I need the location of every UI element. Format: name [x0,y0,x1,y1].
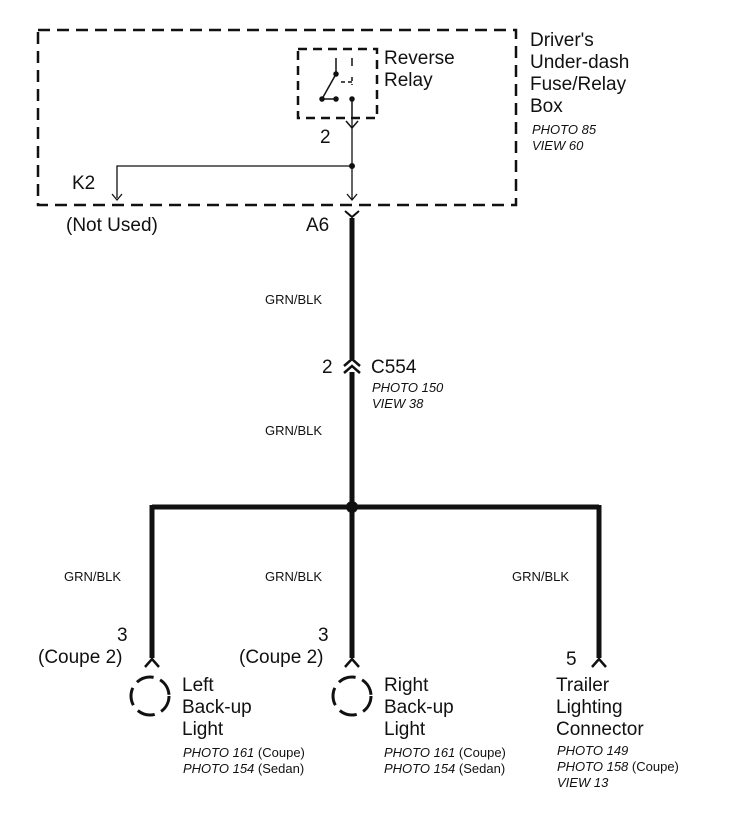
trailer-photo-b: PHOTO 158 [557,759,629,774]
left-light-sedan: (Sedan) [257,761,305,776]
relay-label: Reverse Relay [384,48,455,92]
c554-photo: PHOTO 150 [372,380,444,395]
left-light-photo-sedan: PHOTO 154 [183,761,255,776]
right-light-label-line: Right [384,675,429,696]
right-bulb-icon [331,675,373,717]
left-bulb-icon [129,675,171,717]
wire-color-label: GRN/BLK [265,569,323,584]
left-light-photo-coupe: PHOTO 161 [183,745,255,760]
wire-color-label: GRN/BLK [265,292,323,307]
a6-connector-icon [344,210,360,219]
right-light-label-line: Back-up [384,697,454,718]
right-light-label: Right Back-up Light [384,675,454,741]
trailer-label-line: Connector [556,719,644,740]
trailer-coupe: (Coupe) [631,759,679,774]
c554-name: C554 [371,357,417,378]
relay-label-line: Relay [384,70,433,91]
fuse-box-label-line: Box [530,96,563,117]
k2-branch-wire [116,165,352,198]
right-light-pin: 3 [318,625,329,646]
k2-terminal-label: K2 [72,173,96,194]
right-light-photo-sedan: PHOTO 154 [384,761,456,776]
wire-color-label: GRN/BLK [265,423,323,438]
left-light-label-line: Left [182,675,214,696]
left-light-label: Left Back-up Light [182,675,252,741]
fuse-box-label-line: Fuse/Relay [530,74,627,95]
left-light-pin: 3 [117,625,128,646]
right-light-label-line: Light [384,719,426,740]
left-light-variant: (Coupe 2) [38,647,123,668]
c554-refs: PHOTO 150 VIEW 38 [372,380,443,412]
right-light-refs: PHOTO 161 (Coupe) PHOTO 154 (Sedan) [384,745,506,777]
a6-inner-arrow [346,193,358,202]
right-light-connector-icon [344,657,360,668]
trailer-refs: PHOTO 149 PHOTO 158 (Coupe) VIEW 13 [557,743,679,791]
c554-connector-icon [343,357,361,374]
fuse-box-view: VIEW 60 [532,138,584,153]
k2-terminal-arrow [111,193,123,202]
trailer-photo-a: PHOTO 149 [557,743,629,758]
trailer-pin: 5 [566,649,577,670]
fuse-box-label: Driver's Under-dash Fuse/Relay Box [530,30,629,118]
left-light-label-line: Light [182,719,224,740]
a6-terminal-label: A6 [306,215,330,236]
c554-pin-number: 2 [322,357,333,378]
fuse-box-label-line: Under-dash [530,52,630,73]
left-light-connector-icon [144,657,160,668]
trailer-connector-icon [591,657,607,668]
splice-dot [346,501,358,513]
right-light-photo-coupe: PHOTO 161 [384,745,456,760]
reverse-relay-outline [296,47,379,120]
fuse-box-refs: PHOTO 85 VIEW 60 [532,122,596,154]
not-used-label: (Not Used) [66,215,158,236]
right-light-sedan: (Sedan) [458,761,506,776]
wire-color-label: GRN/BLK [64,569,122,584]
fuse-box-photo: PHOTO 85 [532,122,597,137]
wire-color-label: GRN/BLK [512,569,570,584]
left-light-coupe: (Coupe) [257,745,305,760]
relay-label-line: Reverse [384,48,455,69]
trailer-label-line: Lighting [556,697,623,718]
fuse-relay-box-outline [36,28,518,207]
c554-view: VIEW 38 [372,396,424,411]
trailer-view: VIEW 13 [557,775,609,790]
relay-contact-icon [319,58,355,118]
left-light-refs: PHOTO 161 (Coupe) PHOTO 154 (Sedan) [183,745,305,777]
right-light-coupe: (Coupe) [458,745,506,760]
trailer-label-line: Trailer [556,675,610,696]
right-light-variant: (Coupe 2) [239,647,324,668]
relay-pin-number: 2 [320,127,331,148]
left-light-label-line: Back-up [182,697,252,718]
fuse-box-label-line: Driver's [530,30,594,51]
trailer-label: Trailer Lighting Connector [556,675,644,741]
